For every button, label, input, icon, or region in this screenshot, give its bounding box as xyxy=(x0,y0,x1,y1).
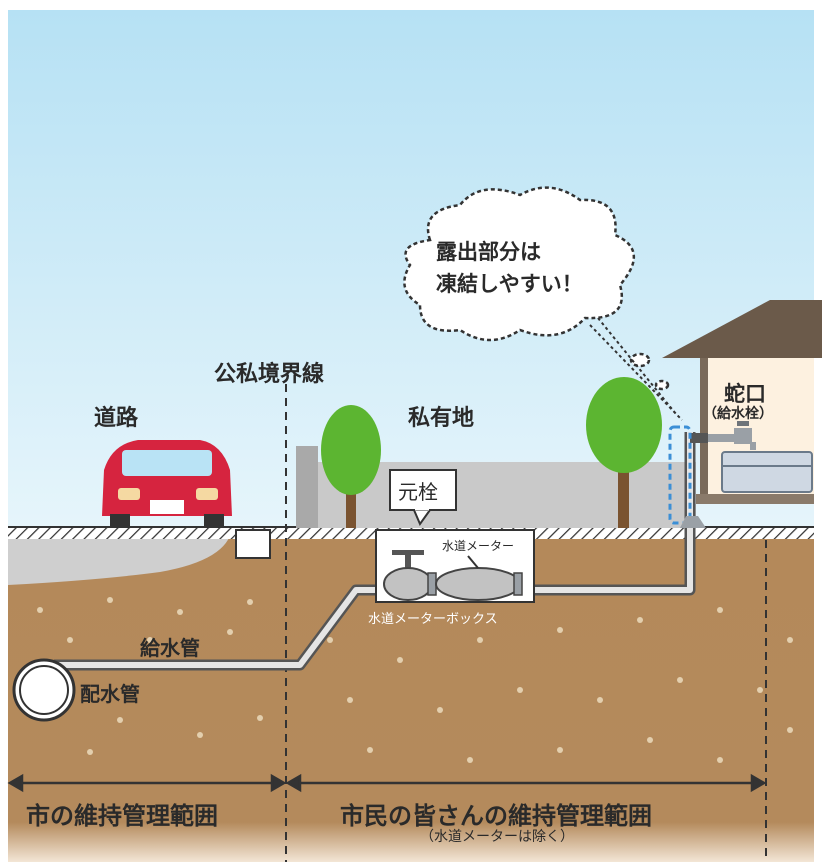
road-surface xyxy=(8,528,232,585)
faucet-icon xyxy=(708,421,756,450)
road-label: 道路 xyxy=(94,406,139,431)
main-valve-label: 元栓 xyxy=(398,480,438,504)
citizen-range-note: （水道メーターは除く） xyxy=(420,829,574,845)
distribution-pipe-label: 配水管 xyxy=(80,682,140,706)
valve-icon xyxy=(383,550,433,601)
meter-icon xyxy=(427,555,523,601)
service-pipe-label: 給水管 xyxy=(140,636,200,660)
exposed-section-marker xyxy=(668,425,692,525)
car-icon xyxy=(102,440,232,528)
city-range-label: 市の維持管理範囲 xyxy=(26,802,218,830)
thought-bubble xyxy=(403,186,670,391)
house-icon xyxy=(662,300,822,504)
range-arrows xyxy=(7,773,767,793)
gutter xyxy=(235,529,271,559)
callout-line-1: 露出部分は xyxy=(436,240,541,264)
meter-label: 水道メーター xyxy=(442,539,515,553)
boundary-wall-post xyxy=(296,446,318,528)
tree-icon xyxy=(321,405,381,528)
boundary-wall xyxy=(318,462,696,528)
boundary-line-label: 公私境界線 xyxy=(214,362,325,387)
private-land-label: 私有地 xyxy=(408,406,475,431)
callout-line-2: 凍結しやすい！ xyxy=(436,272,583,296)
main-valve-label-box xyxy=(389,469,457,527)
meter-box-label: 水道メーターボックス xyxy=(368,612,498,627)
citizen-range-label: 市民の皆さんの維持管理範囲 xyxy=(340,802,652,830)
soil-dots xyxy=(37,597,793,763)
tree-icon xyxy=(586,377,662,528)
faucet-sub-label: （給水栓） xyxy=(703,406,773,422)
faucet-label: 蛇口 xyxy=(724,382,766,406)
